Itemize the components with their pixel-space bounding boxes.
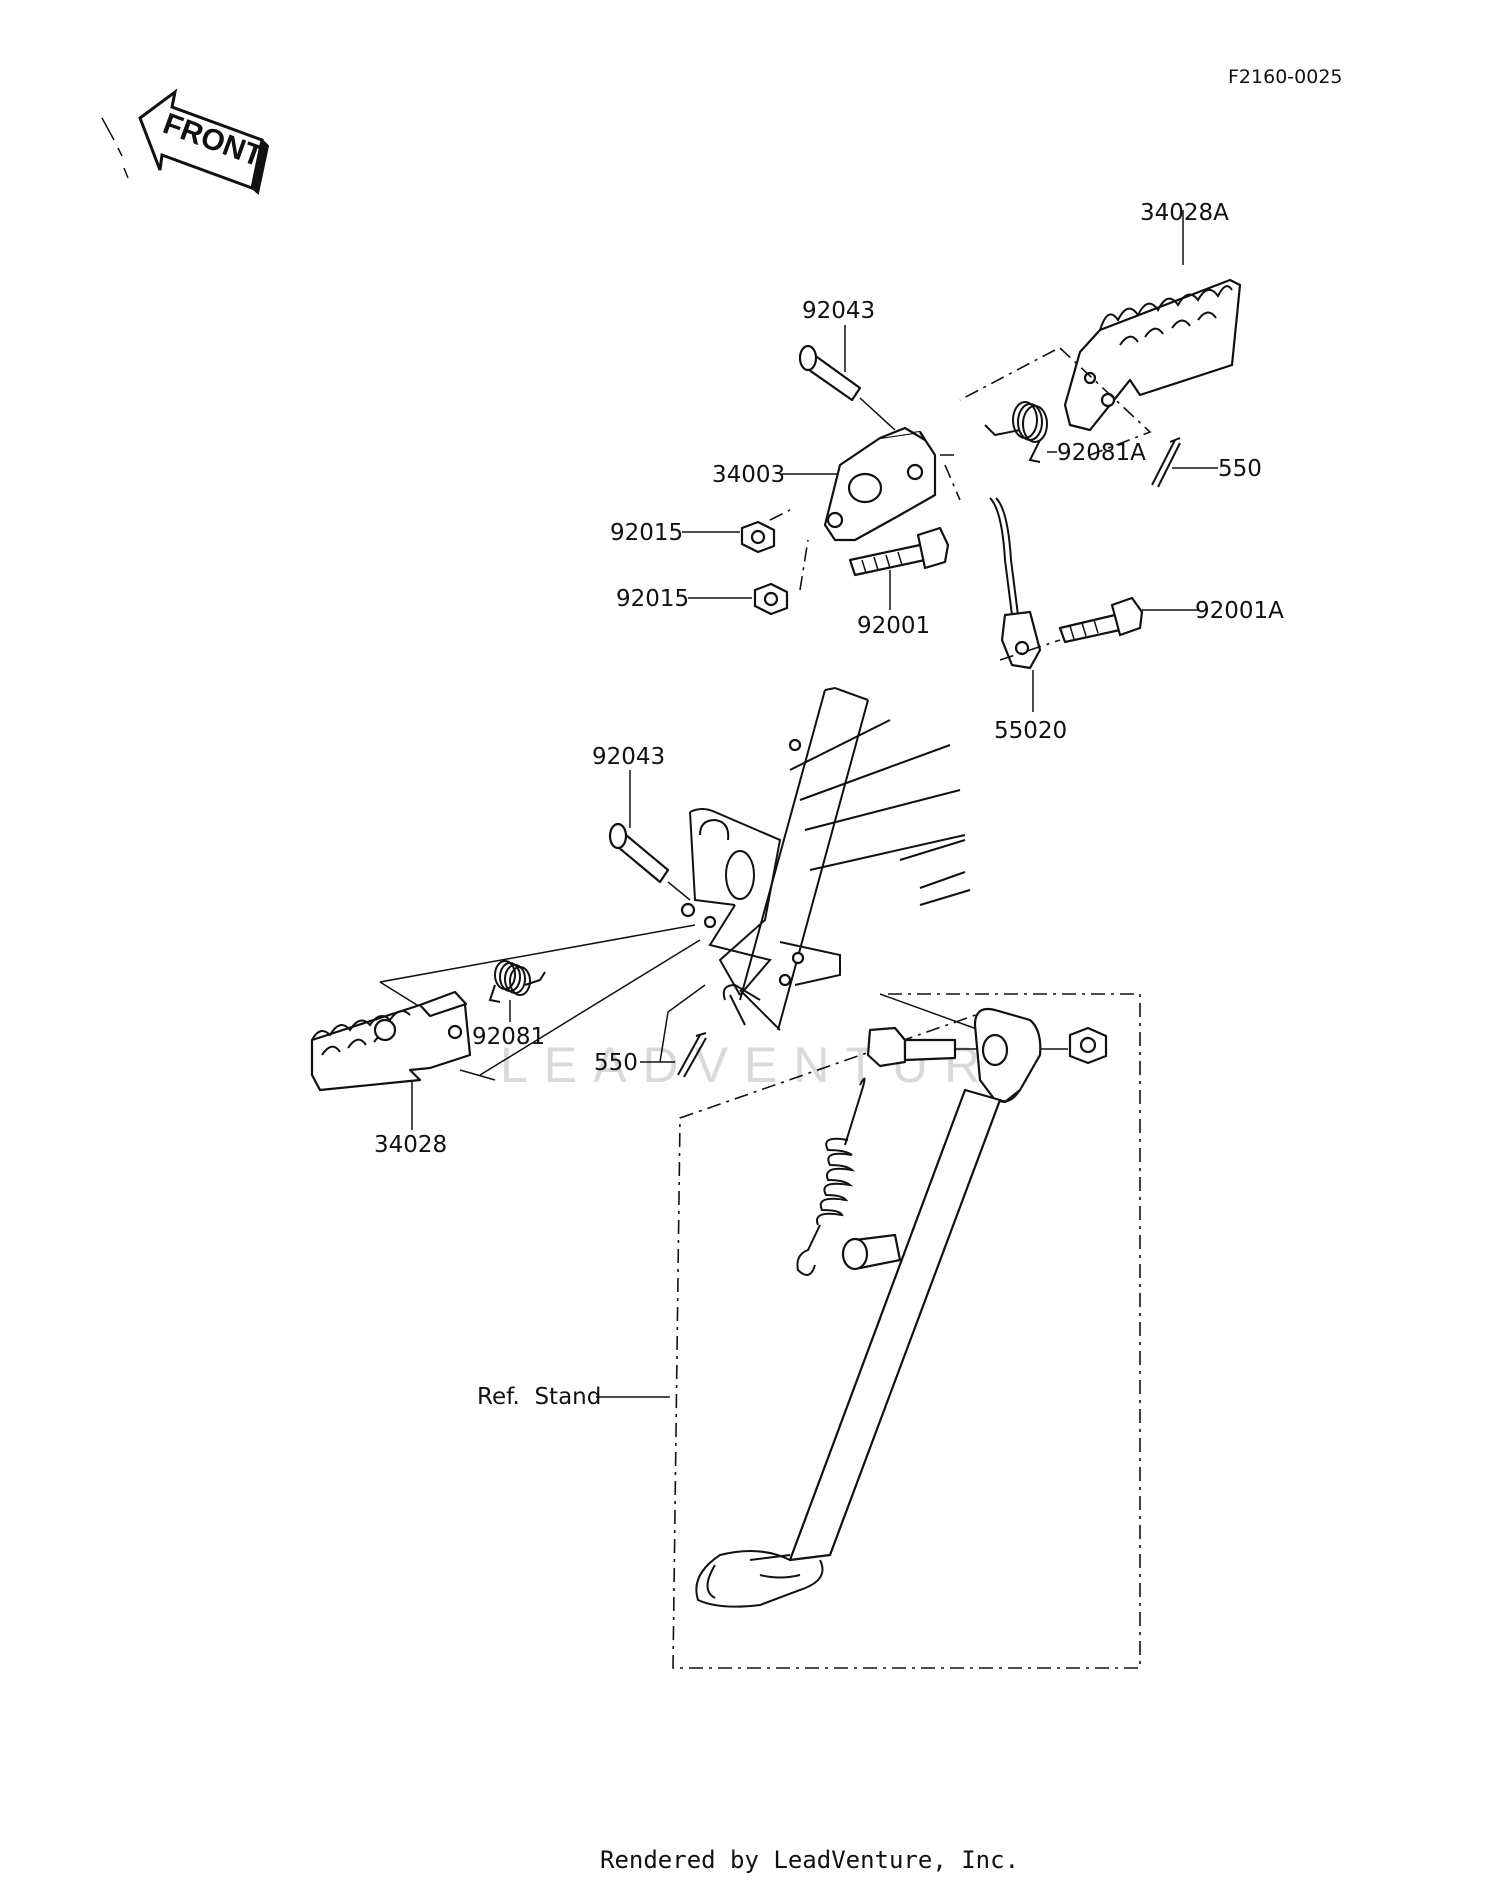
label-92001A: 92001A bbox=[1195, 598, 1284, 624]
footer-credit: Rendered by LeadVenture, Inc. bbox=[600, 1846, 1019, 1874]
watermark: LEADVENTURE bbox=[500, 1037, 1046, 1093]
spring-92081A bbox=[984, 401, 1048, 463]
nut-92015-a bbox=[740, 520, 776, 554]
stand-bolt bbox=[866, 1026, 985, 1068]
footpeg-34028A bbox=[1063, 278, 1242, 432]
bracket-34003 bbox=[823, 426, 937, 542]
reference-stand-box bbox=[672, 993, 1141, 1669]
label-92043-mid: 92043 bbox=[592, 744, 665, 770]
switch-lever-55020 bbox=[989, 497, 1042, 670]
label-550-mid: 550 bbox=[594, 1050, 638, 1076]
front-arrow-icon: FRONT bbox=[138, 88, 270, 195]
cotter-pin-550-top bbox=[1151, 437, 1181, 488]
label-34028A: 34028A bbox=[1140, 200, 1229, 226]
stand-pin bbox=[841, 1233, 902, 1271]
label-92001: 92001 bbox=[857, 613, 930, 639]
stand-nut bbox=[1040, 1026, 1108, 1065]
spring-92081 bbox=[488, 960, 546, 1003]
label-34028: 34028 bbox=[374, 1132, 447, 1158]
cotter-pin-550-mid bbox=[677, 1032, 707, 1078]
label-ref-stand: Ref. Stand bbox=[477, 1384, 601, 1410]
label-92043-top: 92043 bbox=[802, 298, 875, 324]
pin-92043-top bbox=[798, 344, 862, 402]
pin-92043-mid bbox=[608, 822, 670, 884]
label-92015-a: 92015 bbox=[610, 520, 683, 546]
label-55020: 55020 bbox=[994, 718, 1067, 744]
diagram-code: F2160-0025 bbox=[1228, 66, 1343, 88]
label-34003: 34003 bbox=[712, 462, 785, 488]
label-92081A: 92081A bbox=[1057, 440, 1146, 466]
label-92015-b: 92015 bbox=[616, 586, 689, 612]
side-stand bbox=[695, 1007, 1042, 1608]
footpeg-34028 bbox=[310, 990, 472, 1092]
stand-spring bbox=[796, 1077, 866, 1276]
frame-section bbox=[680, 686, 971, 1031]
label-550-top: 550 bbox=[1218, 456, 1262, 482]
label-92081: 92081 bbox=[472, 1024, 545, 1050]
nut-92015-b bbox=[753, 582, 789, 616]
bolt-92001 bbox=[848, 526, 950, 577]
bolt-92001A bbox=[1058, 596, 1144, 644]
